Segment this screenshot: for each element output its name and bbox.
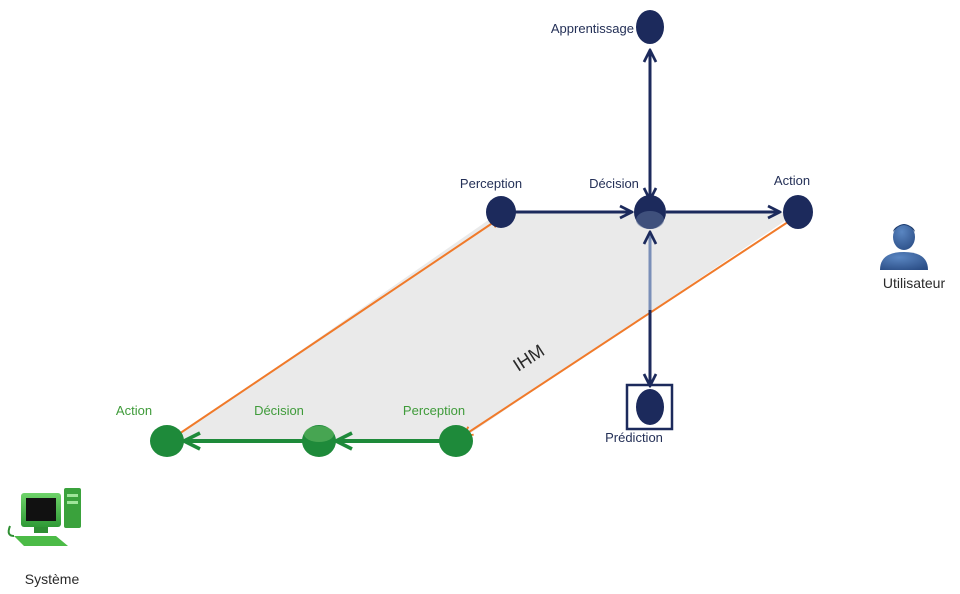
label-action-system: Action — [116, 403, 152, 418]
node-perception-user — [486, 196, 516, 228]
prediction-frame — [625, 383, 674, 431]
user-silhouette-icon — [880, 224, 928, 270]
label-systeme: Système — [25, 571, 80, 587]
label-utilisateur: Utilisateur — [883, 275, 946, 291]
node-decision-system-shade — [304, 426, 334, 442]
label-decision-system: Décision — [254, 403, 304, 418]
node-perception-system — [439, 425, 473, 457]
desktop-computer-icon — [7, 488, 81, 546]
link-user-action-to-system-perception — [463, 217, 795, 436]
node-prediction — [636, 389, 664, 425]
label-prediction: Prédiction — [605, 430, 663, 445]
node-action-system — [150, 425, 184, 457]
label-decision-user: Décision — [589, 176, 639, 191]
node-action-user — [783, 195, 813, 229]
label-perception-user: Perception — [460, 176, 522, 191]
node-apprentissage — [636, 10, 664, 44]
ihm-plane — [168, 212, 798, 443]
label-apprentissage: Apprentissage — [551, 21, 634, 36]
node-decision-user-lower-shade — [636, 211, 664, 229]
label-action-user: Action — [774, 173, 810, 188]
label-perception-system: Perception — [403, 403, 465, 418]
link-system-action-to-user-perception — [169, 218, 500, 441]
